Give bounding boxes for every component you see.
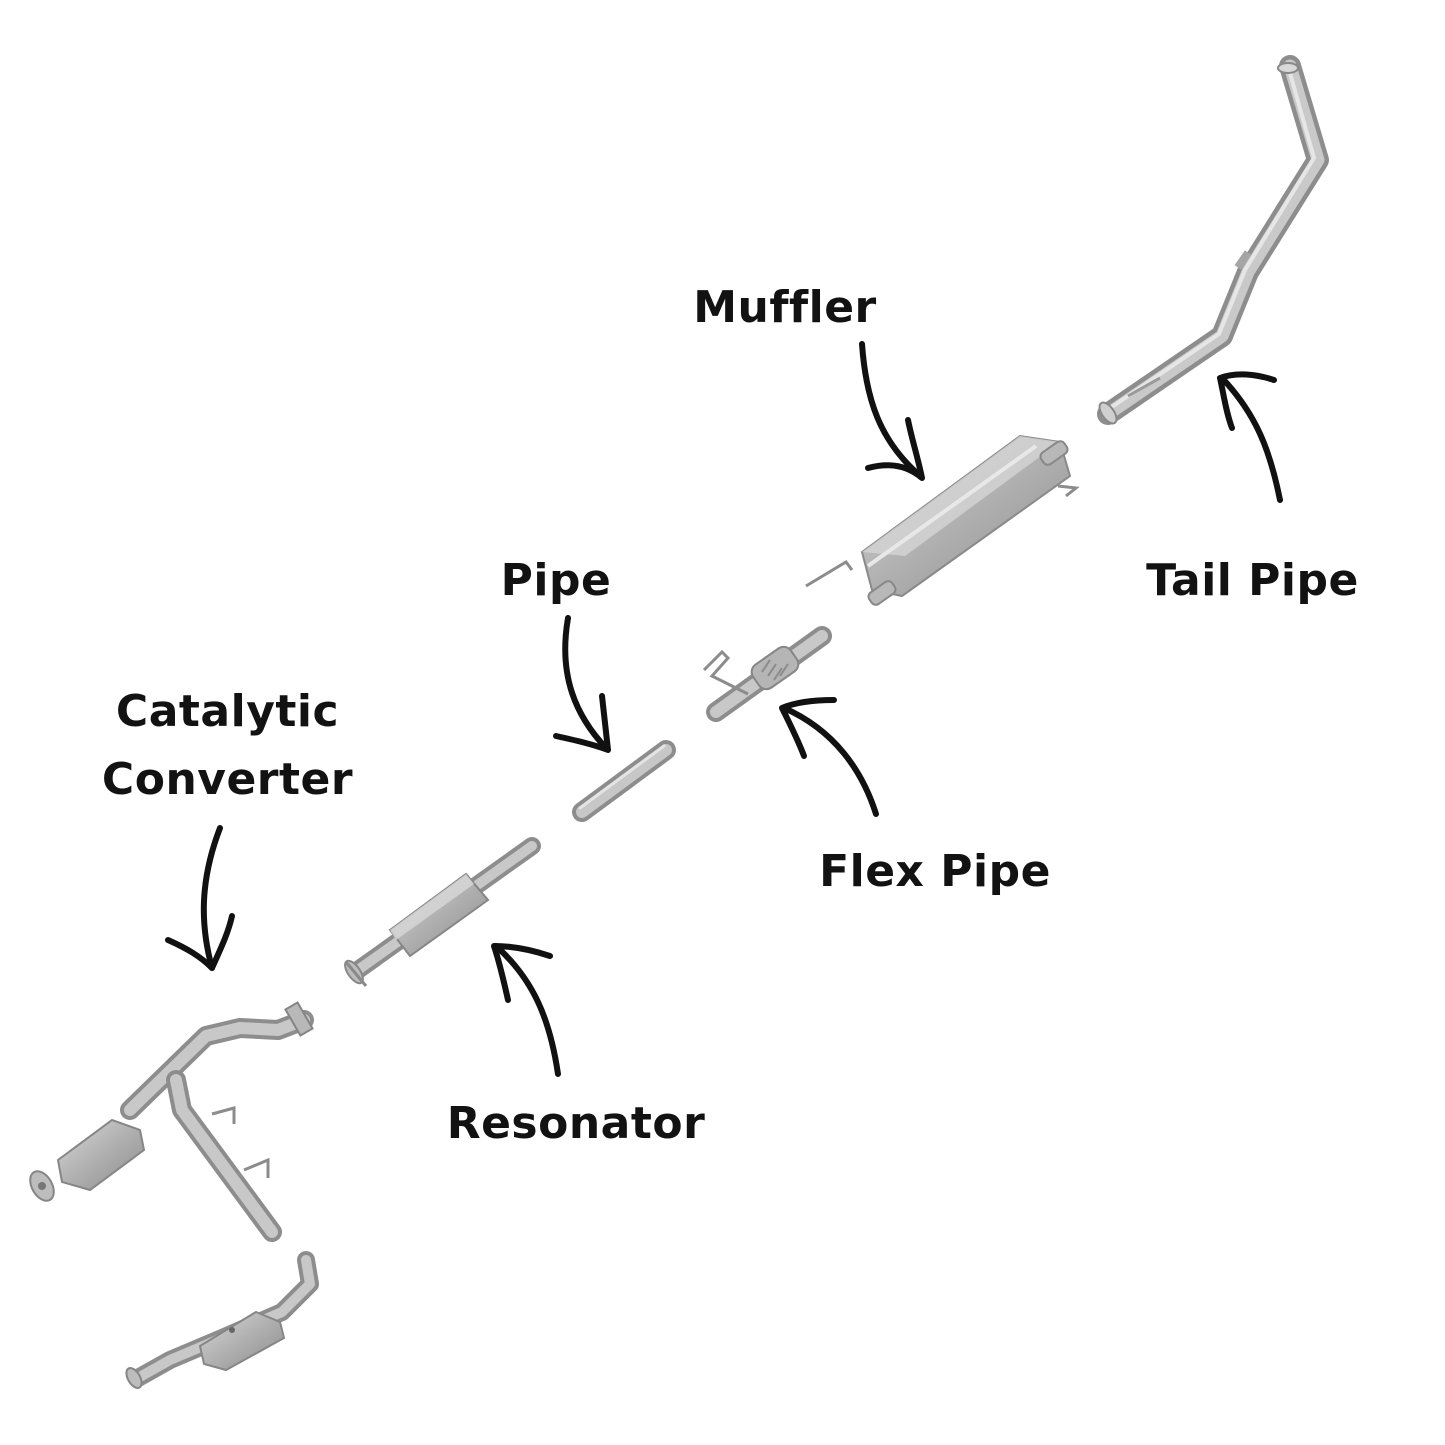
pipe-label: Pipe: [500, 555, 612, 606]
resonator-arrowhead-icon: [491, 943, 553, 1003]
muffler-label: Muffler: [693, 282, 877, 333]
arrows: [165, 341, 1283, 1077]
tail-pipe-part: [1097, 55, 1329, 425]
resonator-arrow-icon: [493, 943, 561, 1077]
pipe-part: [572, 740, 676, 822]
pipe-arrowhead-icon: [553, 693, 611, 753]
resonator-label: Resonator: [446, 1098, 706, 1149]
catalytic-arrowhead-icon: [165, 913, 235, 971]
flex-pipe-arrowhead-icon: [779, 697, 837, 759]
tail-pipe-label: Tail Pipe: [1146, 555, 1359, 606]
tail-pipe-arrowhead-icon: [1217, 371, 1277, 431]
flex-pipe-label: Flex Pipe: [819, 846, 1051, 897]
catalytic-label-line2: Converter: [101, 754, 354, 805]
flex-pipe-part: [702, 626, 832, 722]
catalytic-converter-label: Catalytic Converter: [85, 678, 370, 814]
muffler-part: [805, 434, 1080, 606]
resonator-part: [344, 837, 541, 987]
muffler-arrowhead-icon: [865, 417, 925, 481]
flex-pipe-arrow-icon: [781, 705, 879, 817]
catalytic-arrow-icon: [200, 825, 223, 971]
catalytic-converter-part: [29, 1001, 319, 1389]
muffler-arrow-icon: [859, 341, 921, 477]
pipe-arrow-icon: [562, 615, 609, 751]
tail-pipe-arrow-icon: [1219, 375, 1283, 503]
catalytic-label-line1: Catalytic: [115, 686, 340, 737]
